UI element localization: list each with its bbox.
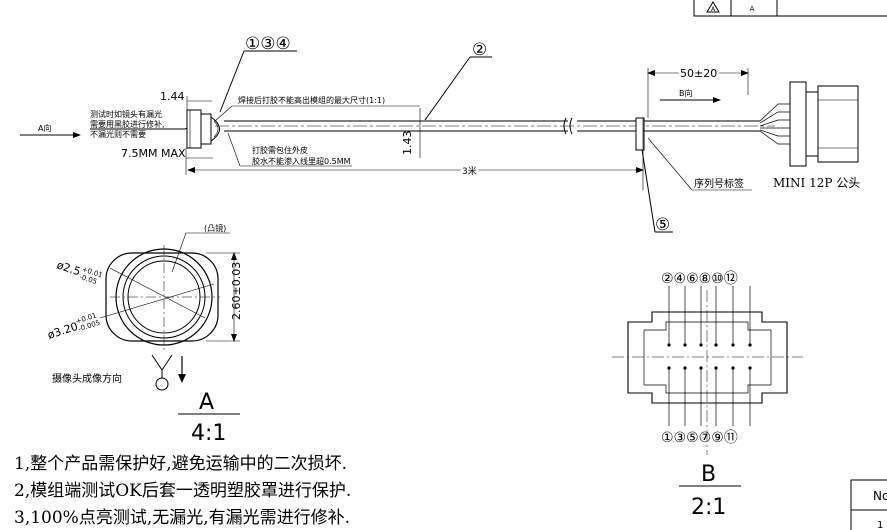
test-note-line-2: 需要用黑胶进行修补,: [90, 119, 165, 129]
view-a-arrow-label: A向: [38, 123, 51, 133]
camera-module: [186, 109, 202, 149]
lens-detail-view: (凸镜) ø2.5 +0.01 -0.05 ø3.20 +0.01 -0.005…: [46, 223, 243, 446]
dia-3-20: ø3.20: [46, 320, 80, 342]
glue-note-line-2: 胶水不能渗入线里超0.5MM: [252, 156, 351, 166]
imaging-direction-label: 摄像头成像方向: [52, 372, 122, 385]
balloon-5: ⑤: [655, 215, 670, 235]
rev-symbol: A: [711, 6, 716, 13]
view-b-title: B: [701, 462, 716, 487]
top-pin-numbers: ②④⑥⑧⑩⑫: [661, 271, 738, 287]
title-block-fragment: A A: [693, 0, 887, 17]
balloon-group: ①③④ ② ⑤: [219, 34, 673, 235]
bottom-pin-numbers: ①③⑤⑦⑨⑪: [661, 430, 738, 446]
svg-text:3米: 3米: [462, 165, 477, 177]
convex-label: (凸镜): [204, 223, 226, 233]
view-b-arrow-label: B向: [679, 88, 693, 98]
test-note-line-3: 不漏光则不需要: [90, 129, 146, 139]
revision-triangle-icon: [706, 1, 720, 13]
weld-note: 焊接后打胶不能高出模组的最大尺寸(1:1): [238, 95, 385, 105]
dim-3m: 3米: [462, 165, 477, 177]
view-b-scale: 2:1: [691, 495, 726, 520]
imaging-direction-icon: [151, 354, 186, 391]
table-header: No: [873, 489, 887, 503]
view-a-scale: 4:1: [191, 421, 226, 446]
balloon-134: ①③④: [245, 34, 291, 54]
note-1: 1,整个产品需保护好,避免运输中的二次损坏.: [14, 454, 347, 474]
serial-label-tag: [635, 117, 645, 151]
note-2: 2,模组端测试OK后套一透明塑胶罩进行保护.: [14, 481, 351, 501]
table-row-1: 1: [877, 520, 883, 530]
connector-face-outline: [627, 311, 788, 404]
dim-1-43: 1.43: [401, 131, 414, 156]
serial-label-text: 序列号标签: [694, 177, 744, 190]
bom-table-fragment: No 1: [850, 479, 887, 530]
dim-2-60: 2.60±0.03: [230, 262, 243, 320]
connector-plug: [817, 85, 859, 163]
glue-note-line-1: 打胶需包住外皮: [252, 145, 308, 155]
side-view: A向 测试时如镜头有漏光 需要用黑胶进行修补, 不漏光则不需要 1.44 7.5…: [20, 65, 860, 191]
dim-7-5mm-max: 7.5MM MAX: [121, 147, 186, 160]
balloon-2: ②: [472, 40, 487, 60]
connector-name: MINI 12P 公头: [773, 176, 860, 190]
dia-2-5: ø2.5: [55, 258, 82, 278]
general-notes: 1,整个产品需保护好,避免运输中的二次损坏. 2,模组端测试OK后套一透明塑胶罩…: [14, 454, 351, 528]
dim-1-44: 1.44: [160, 90, 185, 103]
test-note-line-1: 测试时如镜头有漏光: [90, 109, 162, 119]
view-a-title: A: [199, 390, 214, 415]
svg-text:50±20: 50±20: [680, 67, 717, 80]
note-3: 3,100%点亮测试,无漏光,有漏光需进行修补.: [14, 508, 350, 528]
rev-letter: A: [750, 5, 755, 13]
dim-50: 50±20: [680, 67, 717, 80]
connector-housing: [789, 81, 807, 167]
connector-detail-view: ②④⑥⑧⑩⑫ ①③⑤⑦⑨⑪ B 2:1: [612, 271, 803, 520]
